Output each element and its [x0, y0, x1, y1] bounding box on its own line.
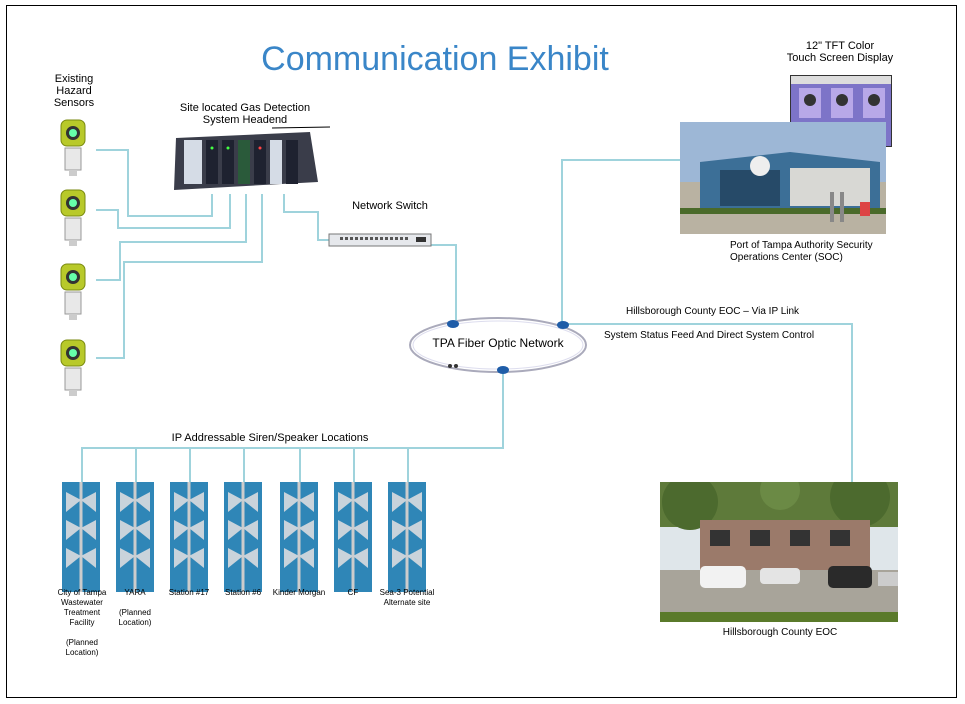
siren-2	[116, 482, 154, 592]
siren-label-4: Station #6	[224, 588, 262, 597]
hc-eoc-photo	[660, 482, 898, 622]
siren-label-6: CF	[347, 588, 359, 597]
hc-eoc-link-label: Hillsborough County EOC – Via IP Link	[626, 306, 800, 317]
link-sensor-4	[96, 194, 263, 359]
siren-label-5: Kinder Morgan	[272, 588, 326, 597]
siren-4	[224, 482, 262, 592]
ring-node-switch	[447, 320, 459, 328]
siren-6	[334, 482, 372, 592]
existing-sensors-label: Existing Hazard Sensors	[53, 73, 95, 109]
siren-label-1: City of Tampa Wastewater Treatment Facil…	[57, 588, 107, 657]
status-feed-label: System Status Feed And Direct System Con…	[604, 330, 815, 341]
link-ring-hceoc	[568, 323, 853, 484]
hazard-sensor-1	[53, 118, 93, 178]
touch-screen-label: 12" TFT Color Touch Screen Display	[786, 40, 894, 64]
hazard-sensor-4	[53, 338, 93, 398]
link-sensor-3	[96, 194, 247, 281]
siren-label-2: YARA (Planned Location)	[118, 588, 152, 627]
link-ring-soc	[561, 159, 680, 322]
soc-label: Port of Tampa Authority Security Operati…	[730, 240, 873, 263]
siren-3	[170, 482, 208, 592]
page-title: Communication Exhibit	[261, 40, 609, 78]
gas-detection-headend	[170, 130, 320, 192]
siren-locations-label: IP Addressable Siren/Speaker Locations	[171, 432, 369, 444]
ring-node-soc	[557, 321, 569, 329]
hazard-sensor-3	[53, 262, 93, 322]
network-switch	[328, 232, 432, 248]
hazard-sensor-2	[53, 188, 93, 248]
link-headend-switch	[283, 194, 330, 241]
link-ring-sirens	[81, 372, 504, 482]
link-sensor-1	[96, 149, 213, 217]
network-switch-label: Network Switch	[352, 200, 428, 212]
link-switch-ring	[430, 244, 457, 320]
slide-frame	[6, 5, 957, 698]
siren-5	[280, 482, 318, 592]
fiber-network-label: TPA Fiber Optic Network	[432, 336, 564, 350]
siren-label-3: Station #17	[168, 588, 210, 597]
link-sensor-2	[96, 194, 231, 229]
hc-eoc-label: Hillsborough County EOC	[722, 627, 838, 638]
headend-label: Site located Gas Detection System Headen…	[179, 102, 311, 126]
siren-7	[388, 482, 426, 592]
soc-building-photo	[680, 122, 886, 234]
siren-label-7: Sea-3 Potential Alternate site	[379, 588, 435, 607]
ring-node-sirens	[497, 366, 509, 374]
siren-1	[62, 482, 100, 592]
